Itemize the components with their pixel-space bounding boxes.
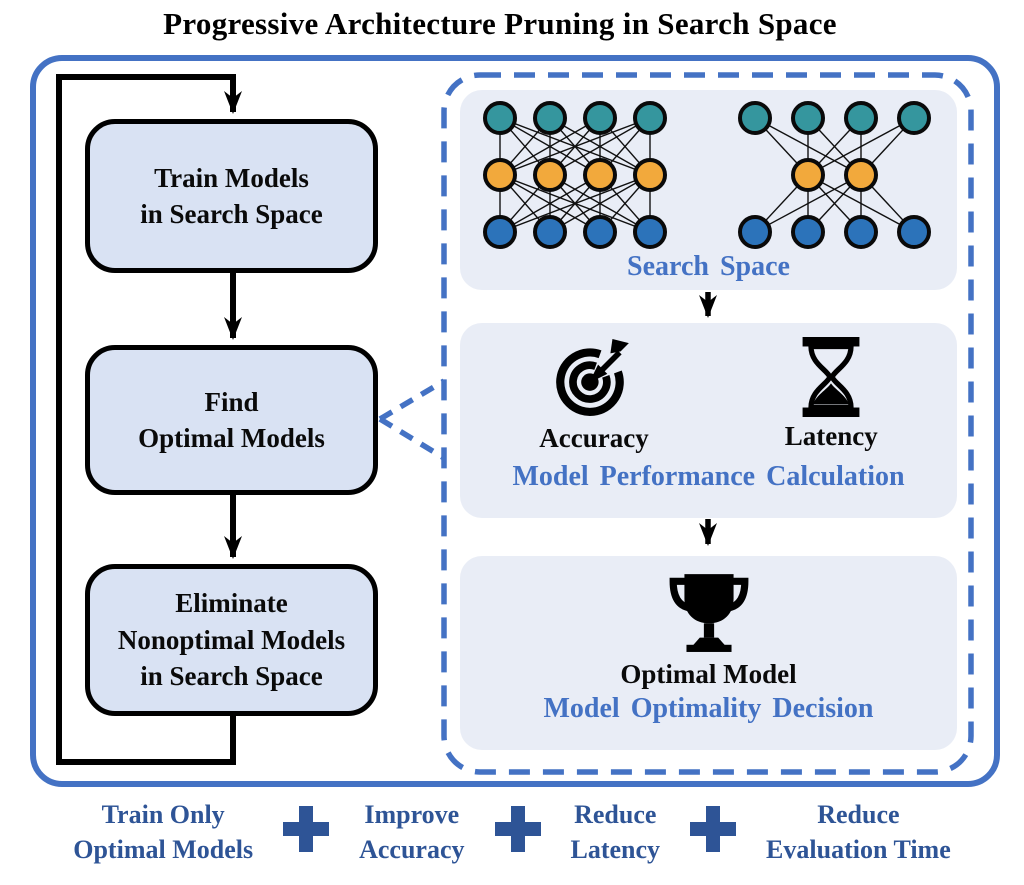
- network-node: [844, 158, 878, 192]
- flow-box-label: Eliminate Nonoptimal Models in Search Sp…: [117, 588, 346, 692]
- performance-caption: Model Performance Calculation: [512, 461, 905, 492]
- flow-box-label: Find Optimal Models: [138, 386, 325, 453]
- flow-box-find-optimal: Find Optimal Models: [85, 345, 378, 495]
- target-icon: [556, 339, 629, 416]
- benefit-reduce-latency: Reduce Latency: [570, 800, 661, 865]
- trophy-icon: [669, 574, 748, 652]
- neural-networks-figure: [483, 101, 931, 249]
- flow-box-label: Train Models in Search Space: [140, 162, 323, 229]
- network-node: [738, 215, 772, 249]
- loop-arrow: [56, 74, 242, 765]
- search-space-caption: Search Space: [627, 251, 790, 282]
- zoom-connector-lower: [378, 416, 446, 461]
- benefits-row: Train Only Optimal Models Improve Accura…: [18, 797, 1006, 867]
- accuracy-label: Accuracy: [539, 423, 649, 453]
- network-node: [844, 101, 878, 135]
- network-node: [483, 101, 517, 135]
- plus-icon: [690, 806, 737, 853]
- network-node: [483, 215, 517, 249]
- network-node: [533, 215, 567, 249]
- network-node: [633, 101, 667, 135]
- network-node: [533, 158, 567, 192]
- pruned-network: [738, 101, 931, 249]
- network-node: [633, 158, 667, 192]
- optimality-caption: Model Optimality Decision: [543, 693, 874, 724]
- trophy-wrap: [666, 570, 752, 657]
- dashed-frame: [441, 72, 974, 775]
- performance-icons-row: Accuracy Latency: [460, 337, 957, 454]
- benefit-reduce-evaluation-time: Reduce Evaluation Time: [766, 800, 951, 865]
- network-node: [897, 101, 931, 135]
- network-node: [583, 158, 617, 192]
- network-node: [897, 215, 931, 249]
- latency-label: Latency: [784, 421, 878, 451]
- network-node: [583, 215, 617, 249]
- flow-box-eliminate-nonoptimal: Eliminate Nonoptimal Models in Search Sp…: [85, 564, 378, 716]
- network-node: [844, 215, 878, 249]
- benefit-improve-accuracy: Improve Accuracy: [359, 800, 465, 865]
- panel-search-space: Search Space: [460, 90, 957, 290]
- network-node: [791, 215, 825, 249]
- accuracy-item: Accuracy: [539, 337, 649, 454]
- full-network: [483, 101, 667, 249]
- zoom-connector-upper: [378, 378, 446, 422]
- benefit-train-only: Train Only Optimal Models: [73, 800, 254, 865]
- latency-item: Latency: [785, 337, 878, 454]
- network-node: [738, 101, 772, 135]
- page-title: Progressive Architecture Pruning in Sear…: [163, 6, 837, 41]
- outer-frame: [30, 55, 1000, 787]
- hourglass-icon: [802, 337, 860, 417]
- flow-box-train-models: Train Models in Search Space: [85, 119, 378, 273]
- panel-optimality: Optimal Model Model Optimality Decision: [460, 556, 957, 750]
- network-node: [791, 158, 825, 192]
- optimal-model-label: Optimal Model: [620, 659, 797, 689]
- panel-performance: Accuracy Latency Model Performance Calcu…: [460, 323, 957, 518]
- plus-icon: [494, 806, 541, 853]
- network-node: [791, 101, 825, 135]
- plus-icon: [283, 806, 330, 853]
- network-node: [583, 101, 617, 135]
- network-node: [633, 215, 667, 249]
- network-node: [483, 158, 517, 192]
- network-node: [533, 101, 567, 135]
